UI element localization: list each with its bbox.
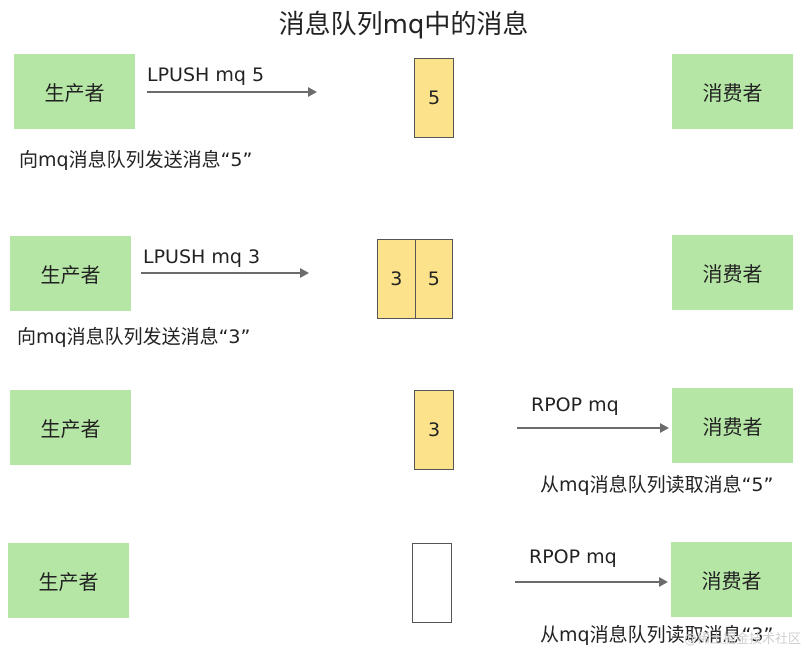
queue-3: 3 [414, 390, 454, 470]
producer-box-4: 生产者 [8, 543, 129, 618]
arrow-3 [517, 423, 669, 433]
caption-4: 从mq消息队列读取消息“3” [540, 624, 774, 646]
queue-2: 3 5 [377, 239, 453, 319]
caption-3: 从mq消息队列读取消息“5” [540, 474, 774, 496]
arrow-1 [147, 87, 317, 97]
diagram-title: 消息队列mq中的消息 [278, 10, 529, 40]
caption-2: 向mq消息队列发送消息“3” [17, 326, 251, 348]
queue-4 [412, 543, 452, 623]
consumer-box-4: 消费者 [671, 542, 792, 617]
producer-box-2: 生产者 [10, 236, 131, 311]
queue-cell-2-2: 5 [414, 240, 452, 318]
arrow-2 [141, 268, 309, 278]
queue-cell-3-1: 3 [415, 391, 453, 469]
consumer-box-2: 消费者 [672, 235, 793, 310]
queue-cell-2-1: 3 [378, 240, 415, 318]
caption-1: 向mq消息队列发送消息“5” [19, 149, 253, 171]
command-label-4: RPOP mq [529, 546, 617, 568]
consumer-box-1: 消费者 [672, 54, 793, 129]
queue-1: 5 [414, 58, 454, 138]
producer-box-1: 生产者 [14, 54, 135, 129]
queue-cell-1-1: 5 [415, 59, 453, 137]
command-label-3: RPOP mq [531, 394, 619, 416]
command-label-1: LPUSH mq 5 [147, 64, 265, 86]
arrow-4 [515, 577, 668, 587]
command-label-2: LPUSH mq 3 [143, 246, 261, 268]
producer-box-3: 生产者 [10, 390, 131, 465]
watermark: @稀土掘金技术社区 [683, 632, 801, 647]
consumer-box-3: 消费者 [672, 388, 793, 463]
